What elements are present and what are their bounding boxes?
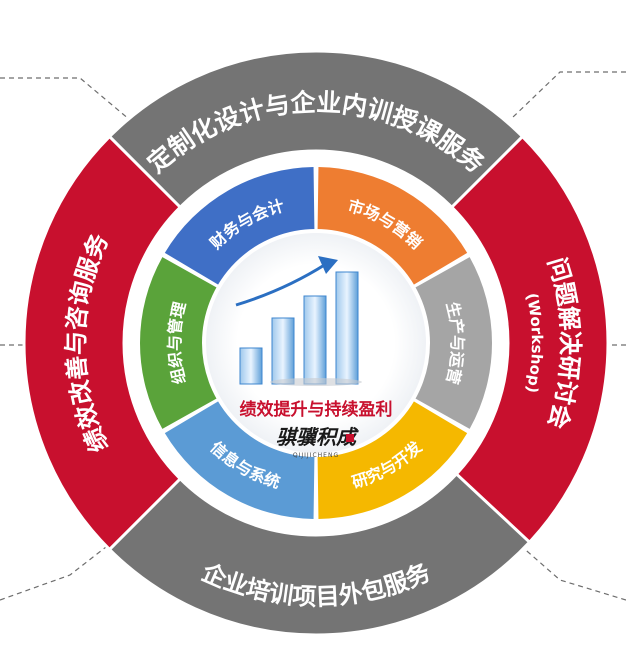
- inner-segment-3: [317, 399, 468, 519]
- outer-segment-1: [449, 134, 610, 552]
- inner-segment-4: [164, 399, 315, 519]
- company-logo-pinyin: QIJIJICHENG: [293, 452, 339, 459]
- outer-sublabel-right: (Workshop): [523, 291, 547, 394]
- outer-segment-2: [100, 471, 532, 637]
- outer-segment-3: [22, 134, 183, 552]
- inner-segment-1: [317, 167, 468, 287]
- chart-bar-0: [239, 347, 263, 385]
- outer-service-ring: [22, 49, 610, 637]
- dashed-connector-0: [0, 77, 131, 121]
- outer-segment-0: [100, 49, 532, 215]
- center-title: 绩效提升与持续盈利: [240, 399, 393, 420]
- inner-domain-ring: [139, 167, 493, 519]
- dashed-connector-5: [519, 544, 626, 601]
- dashed-connector-4: [0, 539, 116, 601]
- chart-bar-1: [271, 317, 295, 385]
- growth-chart-icon: [235, 256, 362, 386]
- inner-segment-2: [412, 257, 493, 429]
- logo-seal-icon: [346, 434, 354, 442]
- chart-bar-3: [335, 271, 359, 385]
- inner-segment-0: [164, 167, 315, 287]
- inner-segment-5: [139, 257, 220, 429]
- chart-bar-2: [303, 295, 327, 385]
- company-logo-text: 骐骥积成: [276, 425, 359, 449]
- dashed-connector-1: [511, 71, 626, 119]
